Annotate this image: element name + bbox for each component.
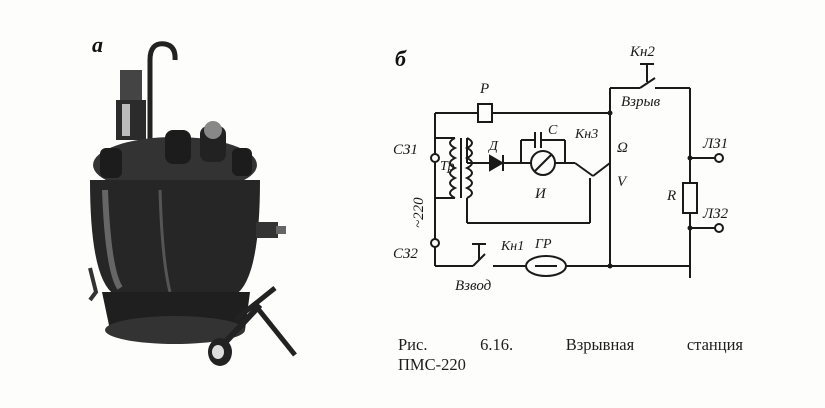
knob-middle [165,130,191,164]
panel-label-a: а [92,32,103,57]
terminal-sz1 [430,153,440,163]
top-connector-body [116,100,146,140]
label-gr: ГР [534,237,552,252]
base-foot [88,267,99,302]
panel-label-b: б [395,46,407,71]
label-vzryv: Взрыв [621,94,661,110]
label-capacitor: С [548,123,558,138]
label-kn2: Кн2 [629,44,655,60]
switch-kn2-blade [639,77,656,89]
label-kn1: Кн1 [500,239,524,254]
switch-kn3-blade-2 [592,162,611,177]
body [90,180,260,295]
t-key-socket-hole [212,345,224,359]
label-voltage: ~220 [411,197,427,228]
label-lz2: ЛЗ2 [702,206,729,222]
knob-left [100,148,122,178]
label-sz2: СЗ2 [393,246,418,262]
switch-kn3-blade-1 [574,162,594,177]
node-lz2 [687,225,693,231]
transformer-primary [449,137,458,199]
caption-line-2: ПМС-220 [398,355,466,374]
label-v: V [617,174,628,190]
body-highlight [102,189,123,290]
blasting-machine-illustration: а [60,30,300,385]
caption-line-1: Рис. 6.16. Взрывная станция [398,335,743,354]
resistor-r [682,182,698,214]
t-key-bar [233,286,277,322]
label-sz1: СЗ1 [393,142,418,158]
knob-far-right [232,148,252,176]
side-pin-tip [276,226,286,234]
figure-caption: Рис. 6.16. Взрывная станция ПМС-220 [398,335,743,375]
t-key-shaft [253,303,297,357]
label-relay-p: Р [479,81,489,97]
label-transformer: Тр [440,159,454,174]
label-vzvod: Взвод [455,278,492,294]
terminal-sz2 [430,238,440,248]
node-bottom-center [607,263,613,269]
label-meter: И [534,186,547,202]
diode [489,154,504,172]
meter-arrow [534,154,552,172]
schematic-svg: б Кн2 Взрыв Р С Кн3 Ω V СЗ1 Тр Д И ~220 … [393,44,729,294]
knob-right-top [204,121,222,139]
blasting-machine-svg: а [88,32,297,366]
top-connector [120,70,142,100]
terminal-lz1 [714,153,724,163]
label-lz1: ЛЗ1 [702,136,728,152]
top-connector-highlight [122,104,130,136]
schematic-diagram: б Кн2 Взрыв Р С Кн3 Ω V СЗ1 Тр Д И ~220 … [385,38,775,300]
label-kn3: Кн3 [574,127,598,142]
relay-p [477,103,493,123]
base-bottom [105,316,245,344]
hook-handle [147,41,178,190]
body-highlight-2 [158,189,172,293]
label-resistor: R [666,188,676,204]
terminal-lz2 [714,223,724,233]
label-omega: Ω [617,140,628,156]
node-top-center [607,110,613,116]
label-diode: Д [487,139,499,154]
node-lz1 [687,155,693,161]
side-pin-base [256,222,278,238]
